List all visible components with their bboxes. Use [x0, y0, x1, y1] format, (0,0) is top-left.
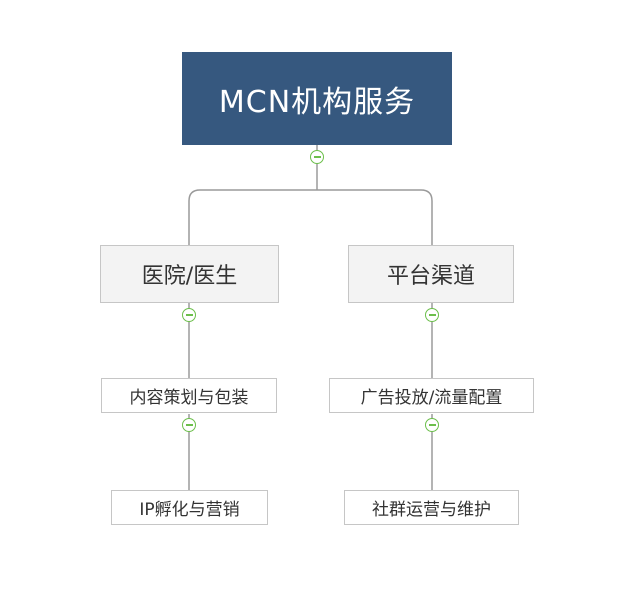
collapse-content-minus-icon[interactable] — [182, 418, 196, 432]
root-topic[interactable]: MCN机构服务 — [182, 52, 452, 145]
topic-ad-placement[interactable]: 广告投放/流量配置 — [329, 378, 534, 413]
collapse-root-minus-icon[interactable] — [310, 150, 324, 164]
collapse-hospital-minus-icon[interactable] — [182, 308, 196, 322]
topic-content-planning-label: 内容策划与包装 — [129, 388, 249, 408]
topic-community-operation-label: 社群运营与维护 — [372, 500, 491, 520]
topic-ad-placement-label: 广告投放/流量配置 — [360, 388, 503, 408]
topic-content-planning[interactable]: 内容策划与包装 — [101, 378, 277, 413]
topic-platform-channel[interactable]: 平台渠道 — [348, 245, 514, 303]
topic-ip-incubation[interactable]: IP孵化与营销 — [111, 490, 268, 525]
topic-platform-channel-label: 平台渠道 — [386, 264, 475, 289]
topic-hospital-doctor-label: 医院/医生 — [141, 264, 238, 289]
connector-root-to-hospital — [188, 189, 317, 245]
topic-ip-incubation-label: IP孵化与营销 — [139, 500, 240, 520]
collapse-ads-minus-icon[interactable] — [425, 418, 439, 432]
root-topic-label: MCN机构服务 — [218, 84, 416, 120]
topic-community-operation[interactable]: 社群运营与维护 — [344, 490, 519, 525]
connector-root-to-platform — [317, 189, 433, 245]
collapse-platform-minus-icon[interactable] — [425, 308, 439, 322]
topic-hospital-doctor[interactable]: 医院/医生 — [100, 245, 279, 303]
